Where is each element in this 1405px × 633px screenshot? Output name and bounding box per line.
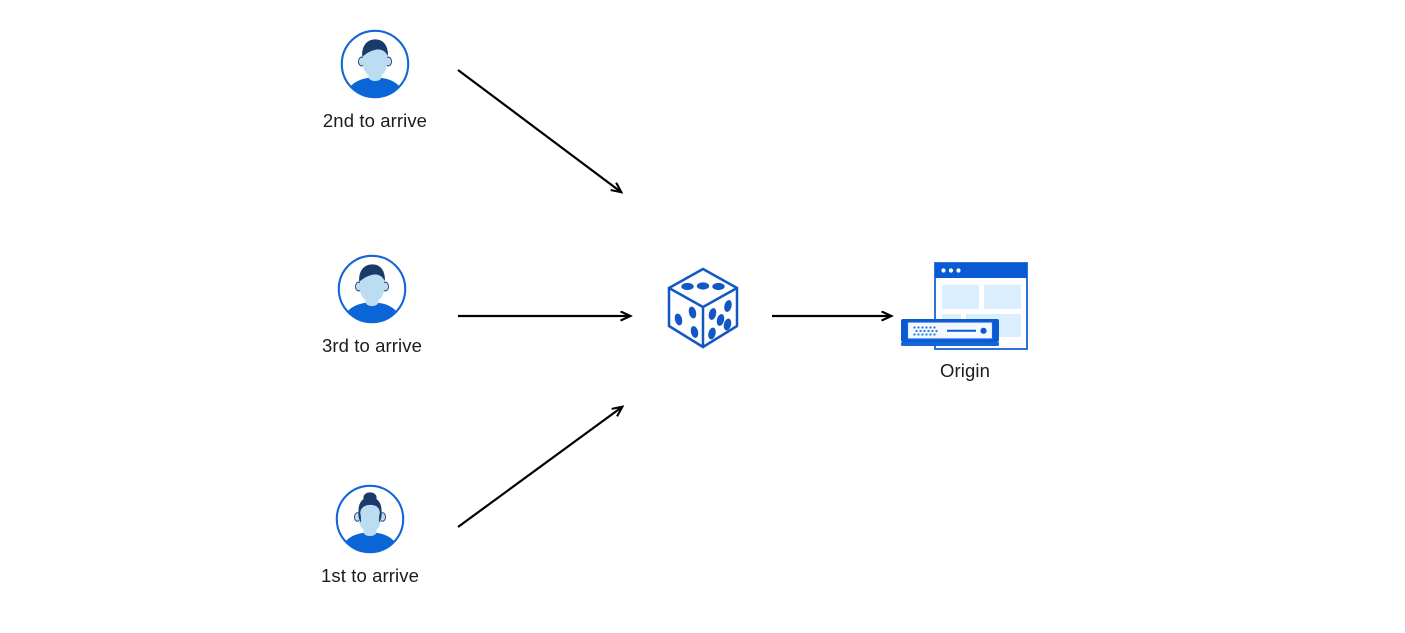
node-user-3[interactable]: 1st to arrive [302,483,438,587]
node-label-origin: Origin [940,360,990,381]
user-avatar-icon [339,28,411,100]
origin-server-icon [897,258,1033,358]
dice-icon [661,262,745,358]
node-label-user-2: 3rd to arrive [321,335,422,356]
node-randomizer[interactable] [661,262,745,358]
user-avatar-icon [334,483,406,555]
user-avatar-icon [336,253,408,325]
node-user-1[interactable]: 2nd to arrive [307,28,443,132]
arrow-user1-to-dice [457,69,621,192]
node-origin[interactable]: Origin [897,258,1033,382]
node-user-2[interactable]: 3rd to arrive [304,253,440,357]
rack-server-icon [901,319,999,346]
node-label-user-1: 2nd to arrive [322,110,428,131]
arrow-user3-to-dice [457,407,622,528]
node-label-user-3: 1st to arrive [321,565,419,586]
